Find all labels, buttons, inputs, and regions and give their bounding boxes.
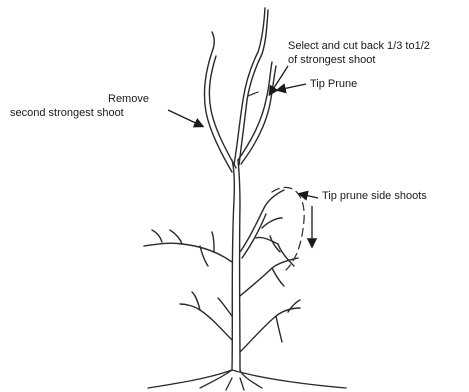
select-label-line1: Select and cut back 1/3 to1/2 (288, 40, 430, 53)
second-strongest-shoot (204, 32, 236, 172)
arrow-tip-prune (278, 84, 306, 90)
select-label-line2: of strongest shoot (288, 54, 375, 67)
side-shoot-tip-curve (272, 187, 304, 270)
arrow-remove (168, 110, 202, 126)
right-upper-branch (238, 62, 276, 164)
ground-roots (148, 370, 346, 390)
left-side-shoots (144, 230, 232, 266)
tip-prune-label: Tip Prune (310, 78, 357, 91)
lower-left-shoots (180, 292, 232, 340)
pointer-arrows (168, 66, 318, 246)
tip-prune-side-label: Tip prune side shoots (322, 190, 427, 203)
right-side-shoot (240, 190, 294, 266)
remove-label-line2: second strongest shoot (10, 107, 124, 120)
remove-label-line1: Remove (108, 93, 149, 106)
trunk (232, 160, 240, 370)
strongest-shoot (234, 8, 268, 165)
lower-right-shoots (240, 258, 300, 352)
arrow-side-shoots (300, 194, 318, 198)
